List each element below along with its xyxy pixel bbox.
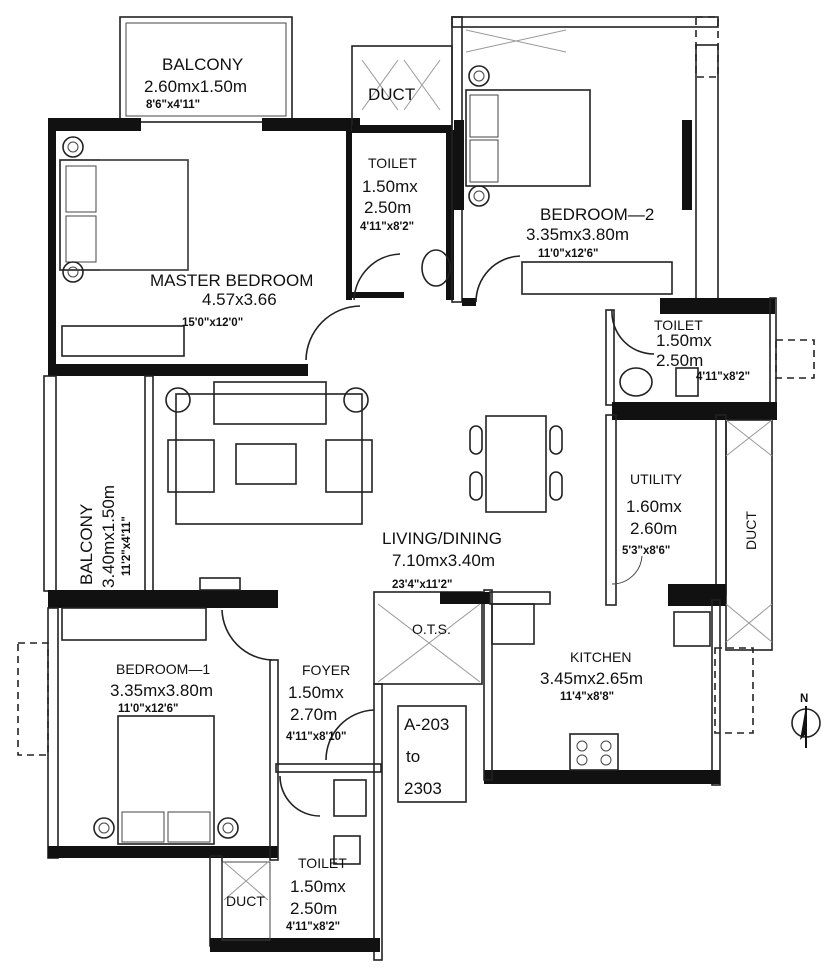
kitchen-name: KITCHEN	[570, 649, 631, 665]
bedroom2-metric: 3.35mx3.80m	[526, 225, 629, 244]
wardrobe-master	[61, 325, 185, 357]
bedroom1-name: BEDROOM—1	[116, 661, 210, 677]
master-bedroom-imperial: 15'0"x12'0"	[182, 317, 243, 329]
master-bed	[59, 136, 189, 283]
utility-line1: 1.60mx	[626, 497, 682, 516]
balcony-left-metric: 3.40mx1.50m	[99, 485, 118, 588]
kitchen-metric: 3.45mx2.65m	[540, 669, 643, 688]
bedroom2-imperial: 11'0"x12'6"	[538, 248, 599, 260]
bedroom2-bed	[465, 65, 591, 207]
foyer-name: FOYER	[302, 662, 350, 678]
north-arrow-icon	[791, 706, 821, 748]
duct-top-name: DUCT	[368, 85, 415, 104]
furniture	[59, 29, 773, 901]
toilet-bottom-line2: 2.50m	[290, 899, 337, 918]
balcony-top-name: BALCONY	[162, 55, 243, 74]
toilet-right-line1: 1.50mx	[656, 331, 712, 350]
master-bedroom-name: MASTER BEDROOM	[150, 271, 313, 290]
ots-void-cross	[377, 603, 481, 683]
ots-name: O.T.S.	[412, 621, 451, 637]
labels: BALCONY 2.60mx1.50m 8'6"x4'11" MASTER BE…	[77, 55, 808, 933]
utility-line2: 2.60m	[630, 519, 677, 538]
bedroom1-metric: 3.35mx3.80m	[110, 681, 213, 700]
unit-label-line2: to	[406, 747, 420, 766]
utility-name: UTILITY	[630, 471, 683, 487]
walls	[17, 16, 815, 961]
cooktop	[569, 733, 619, 771]
toilet-bottom-line1: 1.50mx	[290, 877, 346, 896]
toilet-master-line1: 1.50mx	[362, 177, 418, 196]
bedroom2-name: BEDROOM—2	[540, 205, 654, 224]
sofa-set	[165, 381, 373, 525]
toilet-master-name: TOILET	[368, 155, 417, 171]
toilet-master-imperial: 4'11"x8'2"	[360, 221, 414, 233]
unit-label-line1: A-203	[404, 715, 449, 734]
living-dining-name: LIVING/DINING	[382, 529, 502, 548]
living-dining-metric: 7.10mx3.40m	[392, 551, 495, 570]
foyer-line2: 2.70m	[290, 705, 337, 724]
north-label: N	[800, 693, 808, 705]
balcony-top-imperial: 8'6"x4'11"	[146, 99, 200, 111]
balcony-left-name: BALCONY	[77, 504, 96, 585]
toilet-master-line2: 2.50m	[364, 198, 411, 217]
unit-label-box	[397, 705, 467, 803]
bedroom1-bed	[93, 715, 239, 845]
utility-imperial: 5'3"x8'6"	[622, 545, 670, 557]
doors	[221, 253, 655, 817]
duct-bottom-name: DUCT	[226, 893, 265, 909]
living-dining-imperial: 23'4"x11'2"	[392, 579, 453, 591]
balcony-left-imperial: 11'2"x4'11"	[121, 516, 133, 576]
bedroom1-imperial: 11'0"x12'6"	[118, 703, 179, 715]
master-bedroom-metric: 4.57x3.66	[202, 290, 277, 309]
wardrobe-bedroom2	[521, 261, 673, 295]
unit-label-line3: 2303	[404, 779, 442, 798]
duct-right-name: DUCT	[743, 511, 759, 550]
toilet-right-imperial: 4'11"x8'2"	[696, 371, 750, 383]
kitchen-sink	[673, 611, 711, 647]
dining-table	[469, 415, 563, 513]
toilet-bottom-name: TOILET	[298, 855, 347, 871]
foyer-line1: 1.50mx	[288, 683, 344, 702]
toilet-right-line2: 2.50m	[656, 351, 703, 370]
toilet-right-name: TOILET	[654, 317, 703, 333]
balcony-top-metric: 2.60mx1.50m	[144, 77, 247, 96]
foyer-imperial: 4'11"x8'10"	[286, 731, 347, 743]
kitchen-imperial: 11'4"x8'8"	[560, 691, 614, 703]
toilet-bottom-imperial: 4'11"x8'2"	[286, 921, 340, 933]
wardrobe-bedroom1	[61, 607, 207, 641]
